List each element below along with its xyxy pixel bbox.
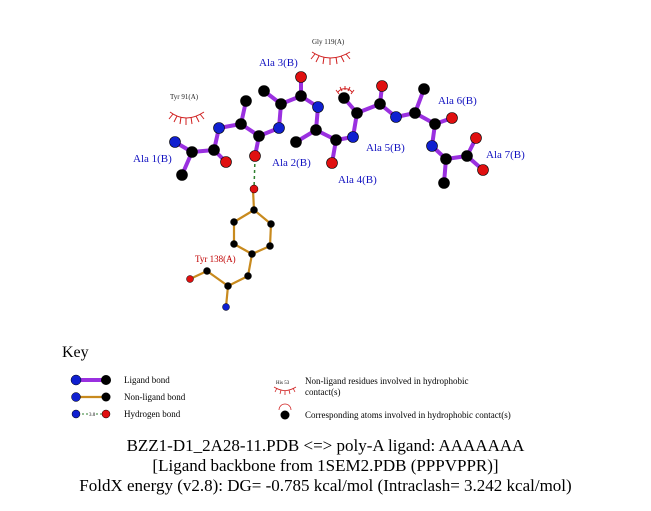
ligand-hydrophobic-marks xyxy=(335,86,355,95)
key-ligand-bond-label: Ligand bond xyxy=(124,375,170,385)
key-hydrophobic-residue-sample xyxy=(273,386,297,395)
ala7-label: Ala 7(B) xyxy=(486,149,525,161)
ala5-label: Ala 5(B) xyxy=(366,142,405,154)
key-ligand-bond-sample xyxy=(70,374,111,386)
caption-line-1: BZZ1-D1_2A28-11.PDB <=> poly-A ligand: A… xyxy=(126,436,525,455)
hydrogen-bond xyxy=(253,157,256,190)
key-title: Key xyxy=(62,344,89,361)
ligand-atoms xyxy=(169,71,489,189)
ala1-label: Ala 1(B) xyxy=(133,153,172,165)
ala2-label: Ala 2(B) xyxy=(272,157,311,169)
key-hydrogen-bond-label: Hydrogen bond xyxy=(124,409,181,419)
caption-line-2: [Ligand backbone from 1SEM2.PDB (PPPVPPR… xyxy=(152,456,499,475)
gly119-hydrophobic-arc xyxy=(310,51,351,65)
key-corresponding-atoms-label: Corresponding atoms involved in hydropho… xyxy=(305,410,511,420)
caption-line-3: FoldX energy (v2.8): DG= -0.785 kcal/mol… xyxy=(79,476,572,495)
key-nonligand-bond-label: Non-ligand bond xyxy=(124,392,186,402)
gly119-label: Gly 119(A) xyxy=(312,38,345,46)
key-hydrogen-bond-sample xyxy=(71,409,111,419)
tyr138-label: Tyr 138(A) xyxy=(195,254,236,264)
ala3-label: Ala 3(B) xyxy=(259,57,298,69)
key-hbond-length: 3.0 xyxy=(89,413,96,418)
key-corresponding-atom-sample xyxy=(278,403,292,420)
ala4-label: Ala 4(B) xyxy=(338,174,377,186)
key-nonligand-residues-label-2: contact(s) xyxy=(305,387,340,397)
tyr138-bonds xyxy=(188,188,273,309)
tyr138-atoms xyxy=(186,184,275,311)
key-nonligand-bond-sample xyxy=(71,392,111,402)
ala6-label: Ala 6(B) xyxy=(438,95,477,107)
tyr91-hydrophobic-arc xyxy=(168,111,205,125)
tyr91-label: Tyr 91(A) xyxy=(170,93,199,101)
key-nonligand-residues-label-1: Non-ligand residues involved in hydropho… xyxy=(305,376,468,386)
key-example-residue: His 53 xyxy=(276,381,290,386)
